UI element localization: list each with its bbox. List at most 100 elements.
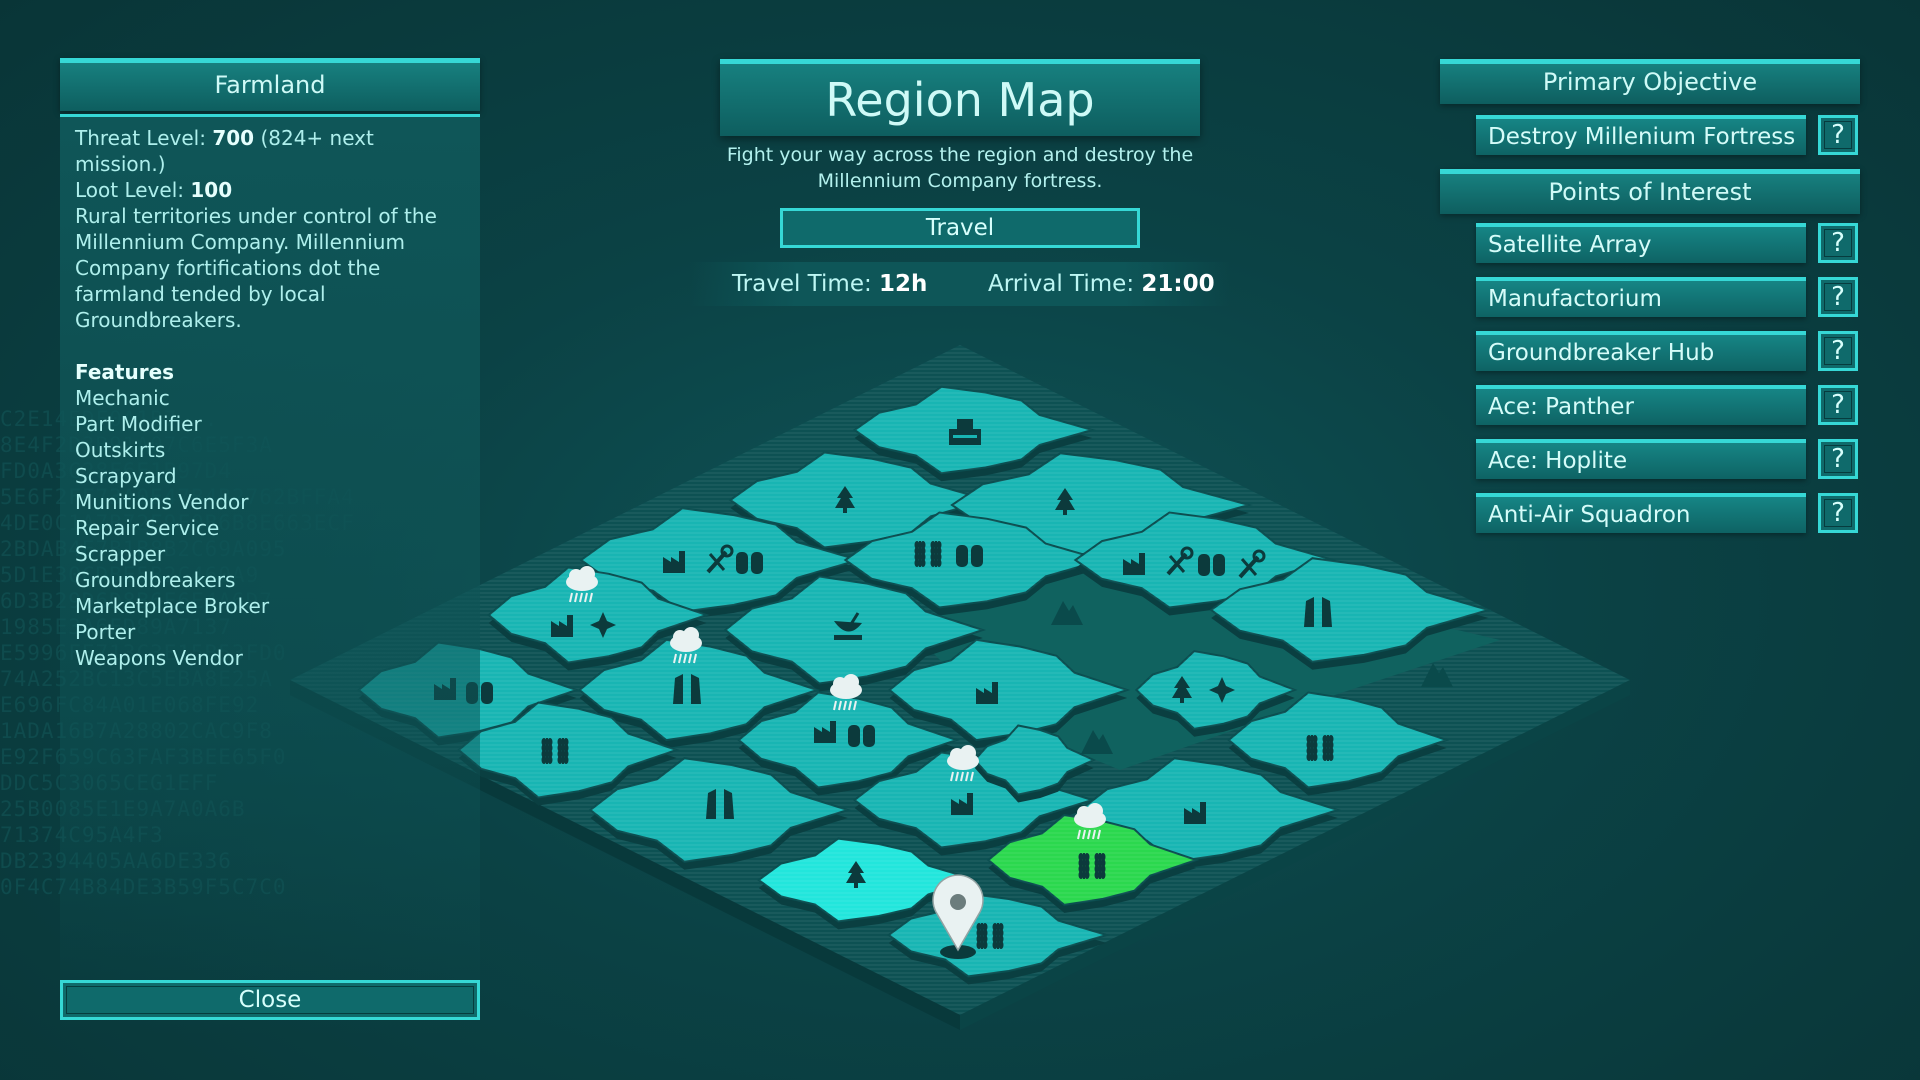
poi-item[interactable]: Groundbreaker Hub	[1476, 331, 1806, 371]
close-button[interactable]: Close	[60, 980, 480, 1020]
poi-item[interactable]: Ace: Panther	[1476, 385, 1806, 425]
poi-help-button[interactable]: ?	[1818, 439, 1858, 479]
travel-time-label: Travel Time:	[732, 271, 872, 297]
factory-icon	[814, 721, 836, 743]
map-tile[interactable]	[852, 751, 1096, 856]
wrench-icon	[1238, 549, 1266, 579]
location-pin-icon[interactable]	[932, 874, 984, 959]
mountain-icon	[1051, 601, 1083, 625]
feature-item: Weapons Vendor	[75, 646, 243, 670]
factory-icon	[551, 615, 573, 637]
threat-note: (824+ next mission.)	[75, 126, 374, 176]
travel-info: Travel Time: 12h Arrival Time: 21:00	[690, 262, 1230, 306]
map-tile[interactable]	[888, 638, 1131, 749]
primary-objective-header: Primary Objective	[1440, 59, 1860, 104]
mountain-icon	[1081, 730, 1113, 754]
pine-tree-icon	[835, 486, 855, 513]
poi-help-button[interactable]: ?	[1818, 385, 1858, 425]
travel-time-value: 12h	[879, 271, 928, 297]
map-tile[interactable]	[728, 451, 992, 556]
travel-button[interactable]: Travel	[780, 208, 1140, 248]
arrival-time-label: Arrival Time:	[988, 271, 1135, 297]
factory-icon	[1184, 802, 1206, 824]
pillars-icon	[673, 674, 701, 704]
poi-item[interactable]: Satellite Array	[1476, 223, 1806, 263]
poi-item[interactable]: Anti-Air Squadron	[1476, 493, 1806, 533]
pine-tree-icon	[1055, 488, 1075, 515]
silo-icon	[736, 552, 763, 574]
pillars-icon	[706, 789, 734, 819]
factory-icon	[663, 551, 685, 573]
feature-item: Scrapper	[75, 542, 166, 566]
primary-objective-title: Primary Objective	[1542, 68, 1758, 96]
objective-destroy-fortress[interactable]: Destroy Millenium Fortress	[1476, 115, 1806, 155]
factory-icon	[1123, 553, 1145, 575]
poi-help-button[interactable]: ?	[1818, 493, 1858, 533]
objective-help-button[interactable]: ?	[1818, 115, 1858, 155]
pine-tree-icon	[1172, 676, 1192, 703]
wrench-icon	[1166, 546, 1194, 576]
threat-label: Threat Level:	[75, 126, 206, 150]
points-of-interest-header: Points of Interest	[1440, 169, 1860, 214]
silo-icon	[956, 545, 983, 567]
poi-item[interactable]: Ace: Hoplite	[1476, 439, 1806, 479]
region-description: Rural territories under control of the M…	[75, 204, 437, 332]
region-name-header: Farmland	[60, 58, 480, 111]
loot-level: Loot Level: 100	[75, 177, 465, 203]
poi-help-button[interactable]: ?	[1818, 277, 1858, 317]
map-tile[interactable]	[737, 691, 960, 796]
pine-tree-icon	[846, 861, 866, 888]
feature-item: Repair Service	[75, 516, 220, 540]
poi-help-button[interactable]: ?	[1818, 331, 1858, 371]
threat-level: Threat Level: 700 (824+ next mission.)	[75, 125, 465, 177]
map-tile[interactable]	[588, 757, 852, 870]
feature-item: Porter	[75, 620, 136, 644]
region-name: Farmland	[214, 71, 326, 99]
rain-cloud-icon	[566, 566, 598, 603]
threat-value: 700	[212, 126, 255, 150]
loot-value: 100	[190, 178, 233, 202]
arrival-time-value: 21:00	[1141, 271, 1215, 297]
rain-cloud-icon	[830, 674, 862, 711]
wheat-icon	[1306, 735, 1334, 761]
map-tile[interactable]	[973, 724, 1097, 803]
travel-time: Travel Time: 12h	[732, 262, 927, 306]
feature-item: Outskirts	[75, 438, 166, 462]
region-subtitle: Fight your way across the region and des…	[726, 144, 1194, 192]
silo-icon	[848, 725, 875, 747]
pillars-icon	[1304, 597, 1332, 627]
rain-cloud-icon	[670, 627, 702, 664]
map-tile[interactable]	[1227, 691, 1450, 796]
region-info-panel: Threat Level: 700 (824+ next mission.) L…	[60, 114, 480, 1034]
feature-item: Mechanic	[75, 386, 170, 410]
wrench-icon	[706, 544, 734, 574]
features-title: Features	[75, 360, 175, 384]
compass-star-icon	[1209, 677, 1235, 703]
wheat-icon	[914, 541, 942, 567]
loot-label: Loot Level:	[75, 178, 184, 202]
page-title-box: Region Map	[720, 59, 1200, 136]
feature-item: Part Modifier	[75, 412, 202, 436]
wheat-icon	[1078, 853, 1106, 879]
points-of-interest-title: Points of Interest	[1548, 178, 1752, 206]
feature-item: Groundbreakers	[75, 568, 236, 592]
map-tile[interactable]	[1209, 557, 1492, 670]
factory-icon	[951, 793, 973, 815]
arrival-time: Arrival Time: 21:00	[988, 262, 1215, 306]
rain-cloud-icon	[1074, 803, 1106, 840]
feature-item: Marketplace Broker	[75, 594, 270, 618]
poi-help-button[interactable]: ?	[1818, 223, 1858, 263]
poi-item[interactable]: Manufactorium	[1476, 277, 1806, 317]
feature-item: Munitions Vendor	[75, 490, 249, 514]
rain-cloud-icon	[947, 745, 979, 782]
map-tile[interactable]	[986, 814, 1200, 913]
satellite-dish-icon	[834, 612, 862, 640]
compass-star-icon	[590, 612, 616, 638]
factory-icon	[976, 682, 998, 704]
mountain-icon	[1421, 663, 1453, 687]
map-tile[interactable]	[757, 837, 981, 930]
silo-icon	[1198, 554, 1225, 576]
